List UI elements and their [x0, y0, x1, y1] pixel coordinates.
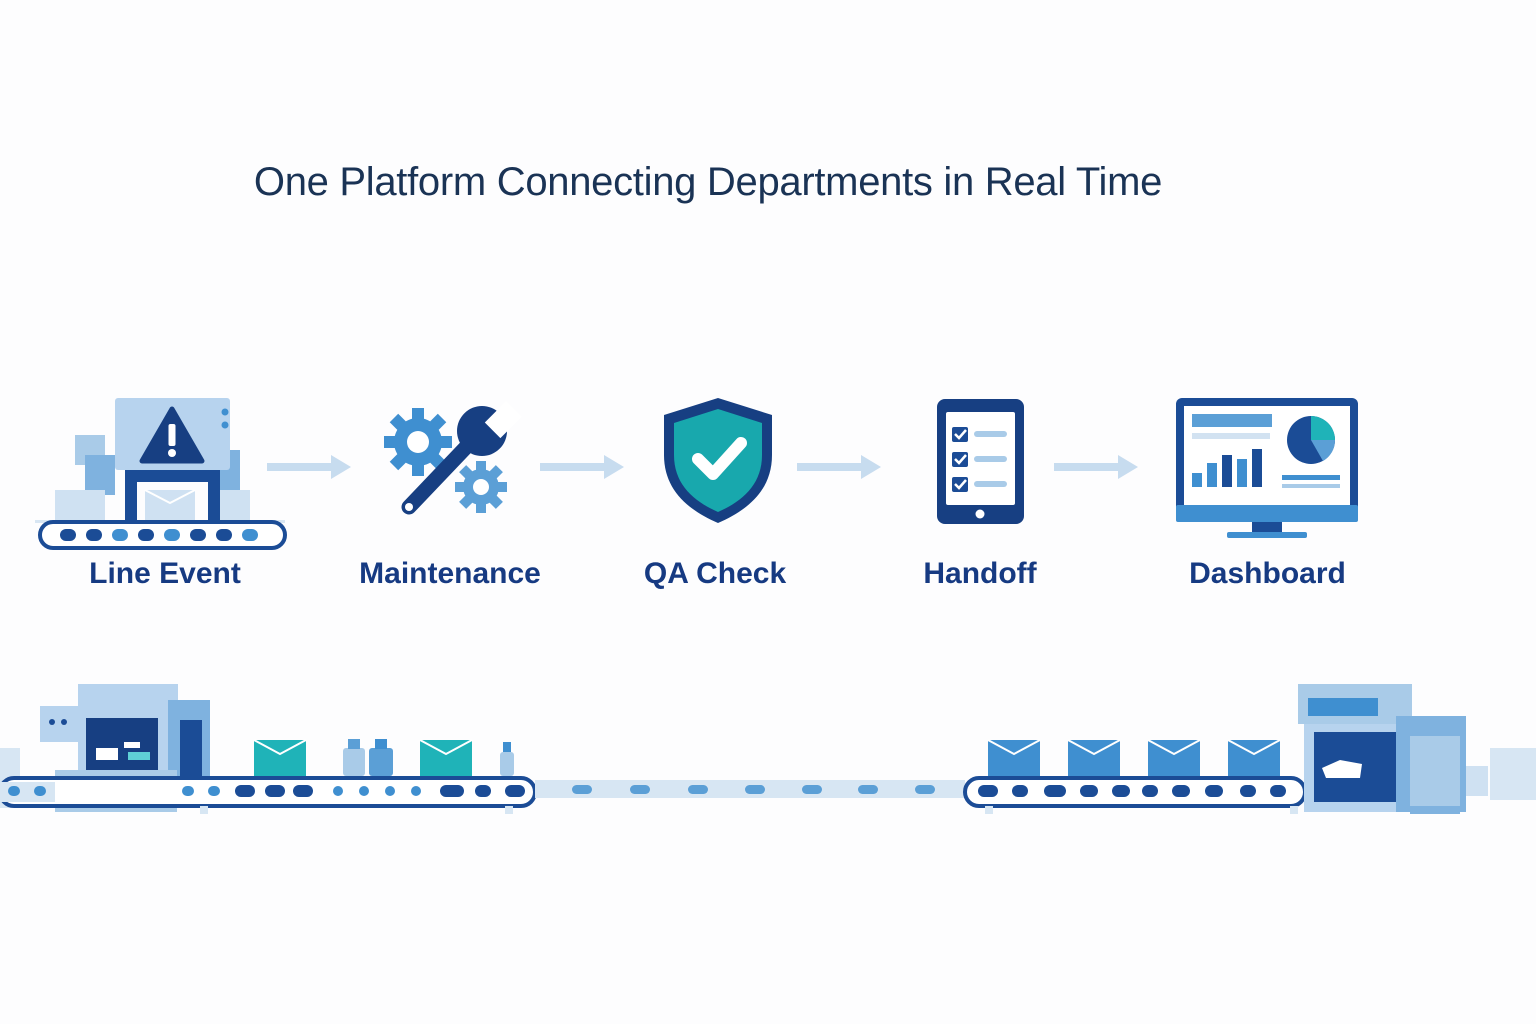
arrow-icon	[267, 455, 351, 479]
arrow-icon	[540, 455, 624, 479]
arrow-icon	[797, 455, 881, 479]
diagram-title: One Platform Connecting Departments in R…	[253, 160, 1163, 204]
step-maintenance: Maintenance	[330, 395, 570, 605]
step-line-event: Line Event	[35, 395, 295, 605]
step-label: Maintenance	[359, 557, 541, 590]
monitor-dashboard-icon	[1176, 398, 1358, 538]
arrow-icon	[1054, 455, 1138, 479]
wrench-gears-icon	[384, 401, 522, 515]
step-qa-check: QA Check	[600, 395, 830, 605]
step-label: Line Event	[89, 557, 241, 590]
step-dashboard: Dashboard	[1165, 395, 1370, 605]
step-handoff: Handoff	[880, 395, 1080, 605]
step-label: Handoff	[923, 557, 1037, 590]
shield-check-icon	[664, 398, 772, 523]
alert-machine-icon	[35, 398, 287, 550]
production-line-illustration	[0, 684, 1536, 814]
step-label: QA Check	[643, 557, 787, 590]
tablet-checklist-icon	[937, 399, 1024, 524]
step-label: Dashboard	[1189, 557, 1346, 590]
